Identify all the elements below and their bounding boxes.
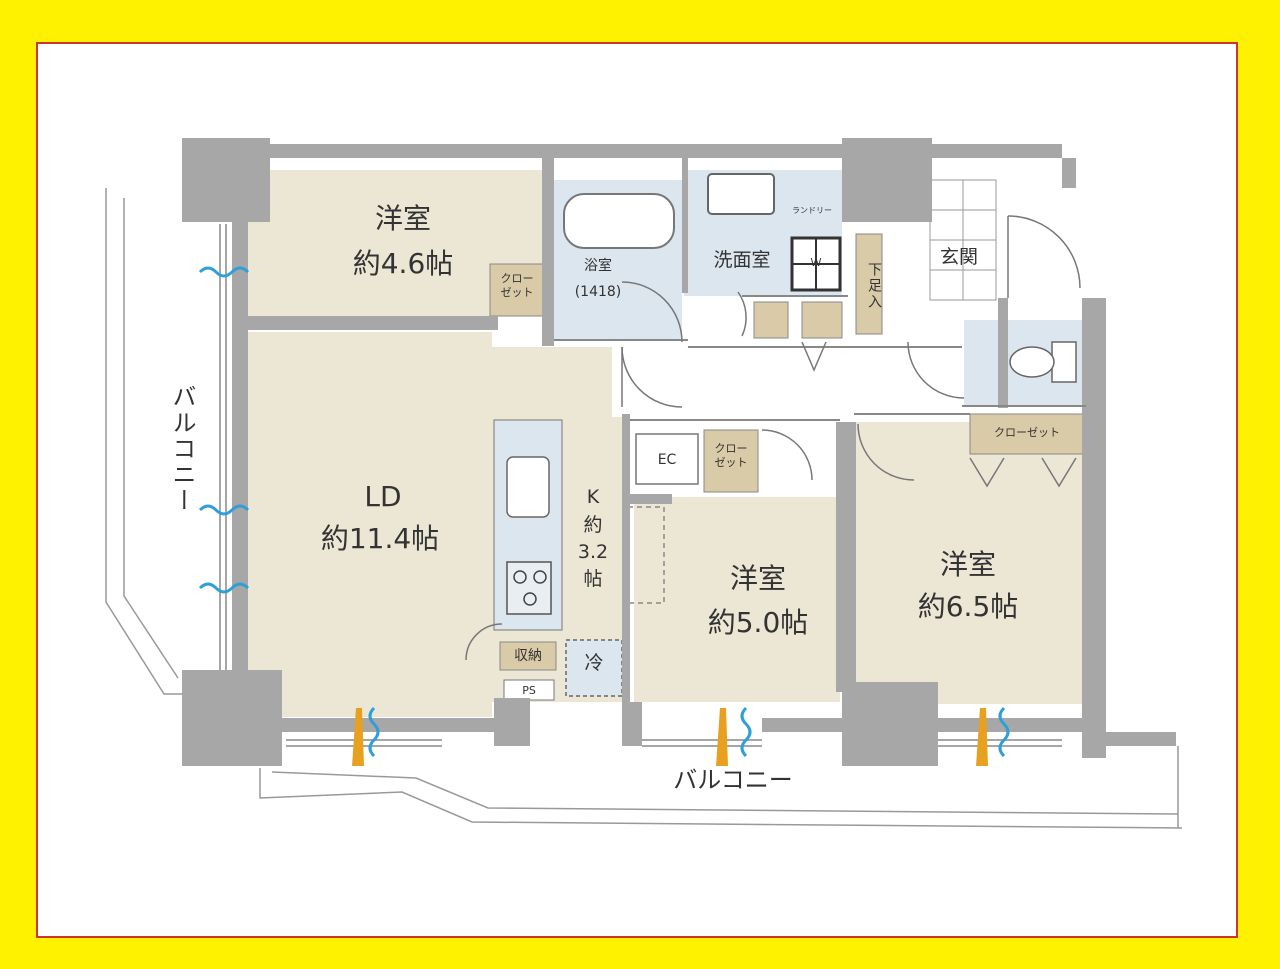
western-room-3-name: 洋室 — [939, 548, 996, 581]
stove-icon — [506, 561, 552, 615]
storage-label: 収納 — [514, 648, 542, 664]
bottom-balcony-label: バルコニー — [673, 766, 793, 794]
washroom-name: 洗面室 — [713, 249, 771, 271]
ld-size: 約11.4帖 — [320, 522, 440, 555]
closet-1-label: クロー ゼット — [500, 272, 534, 299]
shoe-storage-label: 下足入 — [866, 262, 882, 310]
western-room-3-floor — [854, 422, 1086, 704]
toilet-bowl-icon — [1009, 346, 1055, 378]
kitchen-size-prefix: 約 — [583, 514, 603, 536]
balcony-outline — [105, 188, 1183, 829]
toilet-tank-icon — [1051, 341, 1077, 383]
ld-name: LD — [364, 480, 402, 513]
bathroom-name: 浴室 — [584, 258, 612, 274]
wash-basin-icon — [707, 173, 775, 215]
plan-frame: 洋室 約4.6帖 LD 約11.4帖 K 約 3.2 帖 洋室 約5.0帖 洋室… — [36, 42, 1238, 938]
walls — [182, 138, 1176, 766]
door-swings — [465, 215, 1081, 661]
airflow-arrow-icon — [352, 708, 988, 766]
floor-plan — [105, 138, 1183, 829]
ec-unit — [635, 433, 699, 485]
storage-box — [499, 641, 557, 671]
closet-wide-label: クローゼット — [994, 426, 1060, 439]
closet-2 — [703, 429, 759, 493]
western-room-3-size: 約6.5帖 — [917, 590, 1019, 623]
western-room-1-name: 洋室 — [374, 202, 431, 235]
entrance-tiles — [929, 179, 997, 301]
closet-1 — [489, 263, 545, 317]
interior-walls — [554, 295, 1086, 421]
ld-floor — [242, 332, 492, 717]
kitchen-name: K — [586, 486, 600, 508]
kitchen-size-value: 3.2 — [577, 541, 609, 563]
linen-shelf-1 — [753, 301, 789, 339]
closet-wide — [969, 413, 1085, 455]
western-room-2-floor — [634, 497, 840, 702]
ld-floor-ext — [492, 347, 612, 417]
fridge-label: 冷 — [584, 652, 604, 674]
bathroom-spec: (1418) — [574, 284, 622, 300]
fridge-space — [565, 639, 623, 697]
western-room-2-name: 洋室 — [729, 562, 786, 595]
western-room-2-size: 約5.0帖 — [707, 606, 809, 639]
washer-pan-label: Ｗ — [810, 256, 822, 269]
vent-icon — [198, 266, 1010, 758]
ps-label: PS — [522, 684, 536, 697]
sink-icon — [506, 456, 550, 518]
closet-2-label: クロー ゼット — [714, 442, 748, 469]
bathtub-icon — [563, 193, 675, 249]
kitchen-size-unit: 帖 — [583, 568, 603, 590]
laundry-tag: ランドリー — [792, 206, 832, 215]
ec-label: EC — [657, 452, 677, 468]
shoe-storage — [855, 233, 883, 335]
entrance-name: 玄関 — [939, 246, 978, 268]
side-balcony-label: バルコニー — [168, 384, 196, 514]
western-room-1-size: 約4.6帖 — [352, 247, 454, 280]
linen-shelf-2 — [801, 301, 843, 339]
